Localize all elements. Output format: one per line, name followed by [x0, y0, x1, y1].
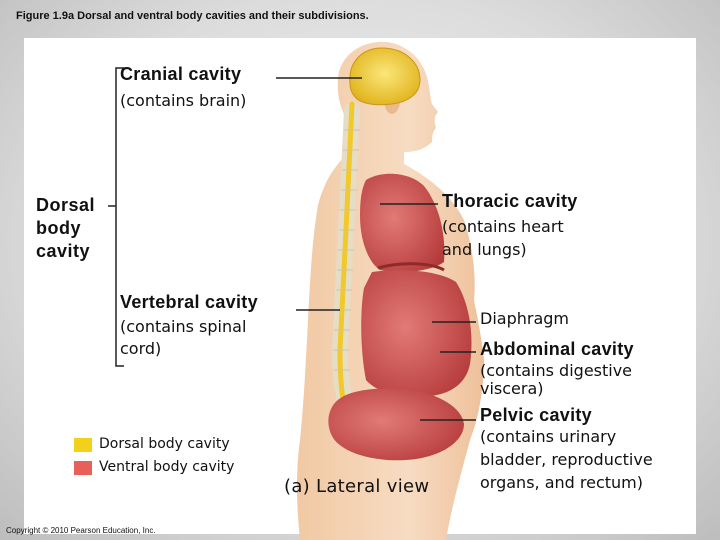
copyright-notice: Copyright © 2010 Pearson Education, Inc. — [6, 526, 156, 535]
legend-label-dorsal: Dorsal body cavity — [99, 436, 230, 452]
abdominal-cavity-description-2: viscera) — [480, 378, 544, 400]
abdominal-cavity-label: Abdominal cavity — [480, 339, 634, 360]
view-caption: (a) Lateral view — [284, 476, 429, 497]
abdominal-cavity — [361, 270, 471, 396]
vertebral-cavity-description-2: cord) — [120, 338, 161, 360]
dorsal-label-line2: body — [36, 217, 81, 240]
vertebral-cavity-description-1: (contains spinal — [120, 316, 246, 338]
legend-label-ventral: Ventral body cavity — [99, 459, 234, 475]
thoracic-cavity-description-1: (contains heart — [442, 216, 564, 238]
cranial-cavity-description: (contains brain) — [120, 90, 246, 112]
cranial-cavity-label: Cranial cavity — [120, 64, 241, 85]
pelvic-cavity-description-3: organs, and rectum) — [480, 472, 643, 494]
thoracic-cavity-label: Thoracic cavity — [442, 191, 578, 212]
dorsal-label-line3: cavity — [36, 240, 90, 263]
thoracic-cavity-description-2: and lungs) — [442, 239, 527, 261]
vertebral-cavity-label: Vertebral cavity — [120, 292, 258, 313]
legend-swatch-ventral — [74, 461, 92, 475]
diaphragm-label: Diaphragm — [480, 308, 569, 330]
legend-swatch-dorsal — [74, 438, 92, 452]
pelvic-cavity-description-1: (contains urinary — [480, 426, 616, 448]
pelvic-cavity-label: Pelvic cavity — [480, 405, 592, 426]
dorsal-label-line1: Dorsal — [36, 194, 95, 217]
pelvic-cavity-description-2: bladder, reproductive — [480, 449, 653, 471]
